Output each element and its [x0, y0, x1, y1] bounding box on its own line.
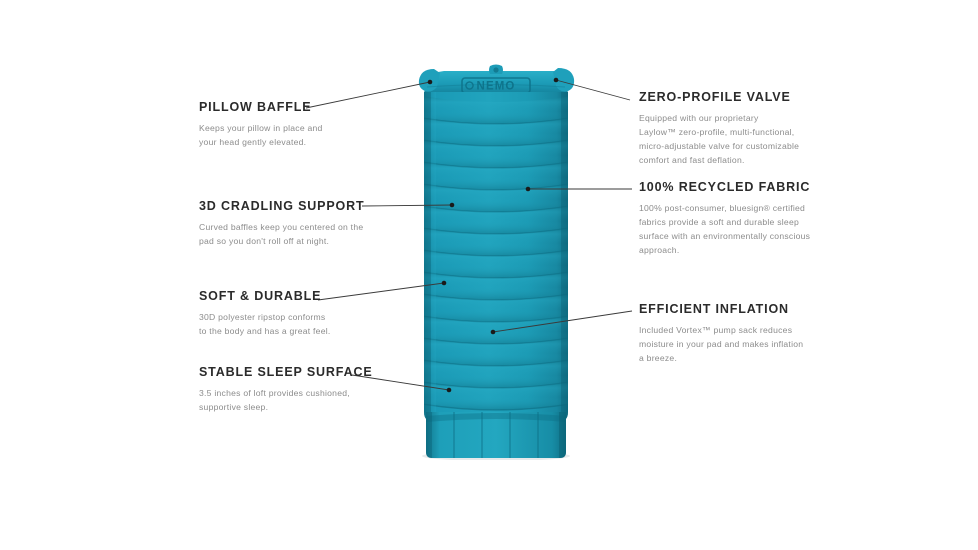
pad-baffles	[424, 92, 568, 422]
callout-line: pad so you don't roll off at night.	[199, 235, 330, 246]
callout-line: micro-adjustable valve for customizable	[639, 140, 800, 151]
pad-foot-section	[426, 412, 566, 458]
callout-line: to the body and has a great feel.	[199, 325, 331, 336]
callout-line: surface with an environmentally consciou…	[639, 230, 811, 241]
callout-line: a breeze.	[639, 352, 678, 363]
callout-body-soft-durable: 30D polyester ripstop conforms to the bo…	[199, 311, 331, 339]
callout-stable-sleep-surface: STABLE SLEEP SURFACE 3.5 inches of loft …	[199, 365, 373, 415]
callout-line: fabrics provide a soft and durable sleep	[639, 216, 800, 227]
callout-title-soft-durable: SOFT & DURABLE	[199, 289, 322, 303]
callout-body-pillow-baffle: Keeps your pillow in place and your head…	[199, 122, 323, 150]
callout-body-cradling-support: Curved baffles keep you centered on the …	[199, 221, 364, 249]
callout-line: Curved baffles keep you centered on the	[199, 221, 364, 232]
callout-title-recycled-fabric: 100% RECYCLED FABRIC	[639, 180, 811, 194]
callout-title-pillow-baffle: PILLOW BAFFLE	[199, 100, 312, 114]
callout-zero-profile-valve: ZERO-PROFILE VALVE Equipped with our pro…	[639, 90, 799, 168]
pad-body	[424, 92, 568, 422]
callout-title-stable-sleep-surface: STABLE SLEEP SURFACE	[199, 365, 373, 379]
callout-line: 30D polyester ripstop conforms	[199, 311, 326, 322]
callout-body-stable-sleep-surface: 3.5 inches of loft provides cushioned, s…	[199, 387, 373, 415]
callout-title-zero-profile-valve: ZERO-PROFILE VALVE	[639, 90, 791, 104]
callout-line: Keeps your pillow in place and	[199, 122, 323, 133]
callout-line: Laylow™ zero-profile, multi-functional,	[639, 126, 795, 137]
pad-hang-loop	[493, 67, 499, 73]
callout-body-zero-profile-valve: Equipped with our proprietary Laylow™ ze…	[639, 112, 799, 168]
callout-line: Included Vortex™ pump sack reduces	[639, 324, 793, 335]
callout-cradling-support: 3D CRADLING SUPPORT Curved baffles keep …	[199, 199, 365, 249]
callout-efficient-inflation: EFFICIENT INFLATION Included Vortex™ pum…	[639, 302, 803, 366]
callout-line: Equipped with our proprietary	[639, 112, 759, 123]
callout-line: supportive sleep.	[199, 401, 269, 412]
callout-body-efficient-inflation: Included Vortex™ pump sack reduces moist…	[639, 324, 803, 366]
sleeping-pad-graphic: NEMO	[418, 64, 575, 460]
callout-line: approach.	[639, 244, 680, 255]
callout-body-recycled-fabric: 100% post-consumer, bluesign® certified …	[639, 202, 810, 258]
callout-recycled-fabric: 100% RECYCLED FABRIC 100% post-consumer,…	[639, 180, 811, 258]
callout-pillow-baffle: PILLOW BAFFLE Keeps your pillow in place…	[199, 100, 323, 150]
callout-soft-durable: SOFT & DURABLE 30D polyester ripstop con…	[199, 289, 331, 339]
callout-line: 3.5 inches of loft provides cushioned,	[199, 387, 350, 398]
callout-line: comfort and fast deflation.	[639, 154, 745, 165]
callout-line: moisture in your pad and makes inflation	[639, 338, 804, 349]
callout-line: 100% post-consumer, bluesign® certified	[639, 202, 806, 213]
nemo-logo-text: NEMO	[477, 81, 516, 93]
callout-line: your head gently elevated.	[199, 136, 307, 147]
callout-title-cradling-support: 3D CRADLING SUPPORT	[199, 199, 365, 213]
callout-title-efficient-inflation: EFFICIENT INFLATION	[639, 302, 789, 316]
sleeping-pad-illustration: NEMO	[412, 60, 580, 460]
